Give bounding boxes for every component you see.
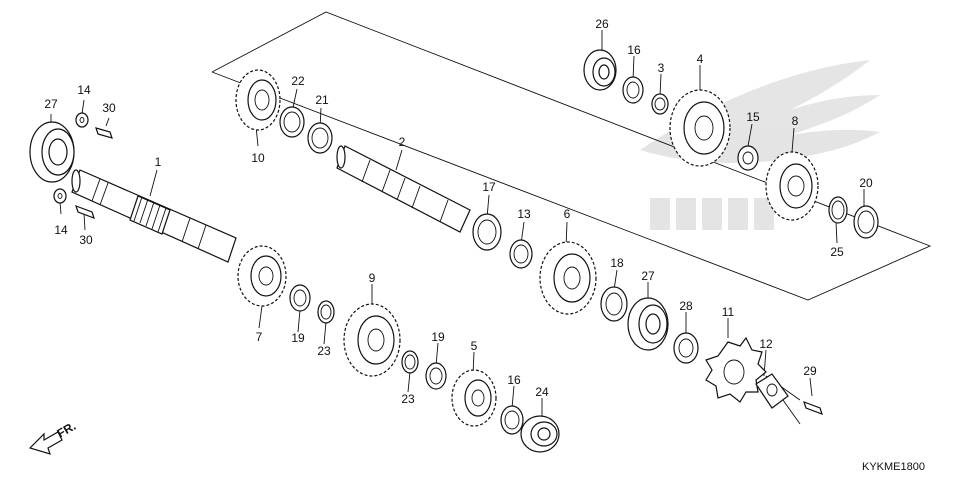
callout-1: 1 <box>155 155 162 169</box>
bearing-26 <box>583 49 617 91</box>
callout-5: 5 <box>471 339 478 353</box>
callout-20: 20 <box>859 176 873 190</box>
callout-27: 27 <box>641 269 655 283</box>
callout-25: 24 <box>535 385 549 399</box>
mainshaft <box>71 169 237 263</box>
callout-14: 14 <box>77 83 91 97</box>
callout-19: 19 <box>291 331 305 345</box>
countershaft <box>336 145 471 233</box>
callout-22: 22 <box>291 74 305 88</box>
callout-6: 6 <box>564 207 571 221</box>
sprocket-plate <box>755 373 789 409</box>
callout-29: 29 <box>803 364 817 378</box>
gear-4 <box>669 89 731 167</box>
gear-10 <box>235 69 281 131</box>
countershaft-group-outline <box>211 11 932 301</box>
callout-9: 9 <box>369 271 376 285</box>
callout-26: 26 <box>595 17 609 31</box>
callout-16: 16 <box>627 43 641 57</box>
callout-labels: 27 14 30 1 14 30 10 22 21 2 17 13 6 26 1… <box>44 17 873 406</box>
callout-3: 3 <box>658 61 665 75</box>
callout-21: 21 <box>315 93 329 107</box>
catalog-code: KYKME1800 <box>862 461 925 473</box>
bearing-25 <box>520 415 560 453</box>
callout-19: 19 <box>431 330 445 344</box>
bearing-27-left <box>29 121 75 183</box>
bearing-27-right <box>627 297 669 351</box>
gear-6 <box>539 241 597 315</box>
callout-17: 17 <box>482 180 496 194</box>
callout-30: 30 <box>79 233 93 247</box>
callout-27: 27 <box>44 97 58 111</box>
callout-13: 13 <box>517 207 531 221</box>
callout-10: 10 <box>251 151 265 165</box>
gear-5 <box>451 369 497 427</box>
callout-11: 11 <box>722 305 735 319</box>
gear-9 <box>343 303 401 377</box>
callout-16: 16 <box>507 373 521 387</box>
callout-23: 23 <box>317 344 331 358</box>
callout-14: 14 <box>54 223 68 237</box>
callout-24: 25 <box>830 245 844 259</box>
callout-8: 8 <box>792 114 799 128</box>
callout-7: 7 <box>256 330 263 344</box>
bolts <box>75 127 823 416</box>
callout-15: 15 <box>746 110 760 124</box>
callout-12: 12 <box>759 337 773 351</box>
callout-28: 28 <box>679 299 693 313</box>
gear-7 <box>237 245 287 307</box>
callout-18: 18 <box>610 256 624 270</box>
washers-and-clips <box>53 76 879 435</box>
callout-30: 30 <box>102 101 116 115</box>
callout-2: 2 <box>399 135 406 149</box>
callout-23: 23 <box>401 392 415 406</box>
callout-4: 4 <box>697 52 704 66</box>
drive-sprocket <box>705 336 767 403</box>
direction-indicator: FR. <box>28 419 78 455</box>
gear-8 <box>765 151 819 221</box>
